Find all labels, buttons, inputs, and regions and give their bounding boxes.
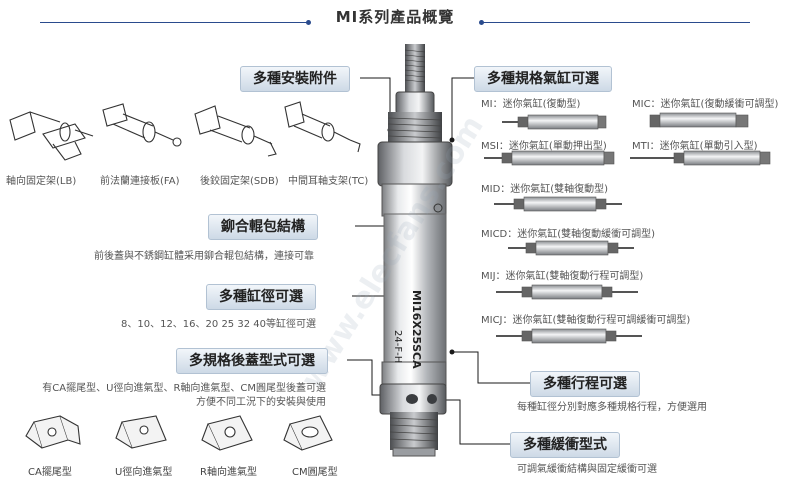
tag-cushion: 多種緩衝型式: [510, 432, 620, 458]
accessory-caption-sdb: 後鉸固定架(SDB): [200, 176, 279, 187]
stroke-desc: 每種缸徑分別對應多種規格行程，方便選用: [517, 402, 707, 413]
accessory-caption-tc: 中間耳軸支架(TC): [288, 176, 369, 187]
cover-illustrations: [25, 415, 333, 451]
ca-cover-icon: [25, 415, 81, 449]
micj-cylinder-icon: [496, 328, 642, 344]
title-dot-right: [479, 20, 484, 25]
tag-stroke: 多種行程可選: [530, 371, 640, 397]
mti-cylinder-icon: [630, 150, 771, 166]
cylinder-sub-label: 24-F-H: [392, 330, 403, 364]
title-dot-left: [306, 20, 311, 25]
tag-bore: 多種缸徑可選: [206, 284, 316, 310]
msi-cylinder-icon: [484, 150, 615, 166]
bore-desc: 8、10、12、16、20 25 32 40等缸徑可選: [121, 319, 316, 330]
tag-cover: 多規格後蓋型式可選: [176, 348, 328, 374]
micd-cylinder-icon: [508, 240, 634, 256]
cylinder-main: [377, 44, 453, 457]
cover-caption-u: U徑向進氣型: [115, 467, 173, 478]
lb-mount-icon: [9, 111, 94, 161]
mij-cylinder-icon: [496, 284, 638, 300]
model-mti-label: MTI：迷你氣缸(單動引入型): [632, 141, 758, 152]
mi-cylinder-icon: [502, 114, 607, 130]
r-cover-icon: [201, 415, 253, 451]
riveted-desc: 前後蓋與不銹鋼缸體采用鉚合輥包結構，連接可靠: [94, 251, 314, 262]
cover-desc-line2: 方便不同工況下的安裝與使用: [196, 397, 326, 408]
cover-caption-ca: CA擺尾型: [28, 467, 72, 478]
model-mic-label: MIC：迷你氣缸(復動緩衝可調型): [632, 99, 779, 110]
cushion-desc: 可調氣緩衝結構與固定緩衝可選: [517, 464, 657, 475]
model-mid-label: MID：迷你氣缸(雙軸復動型): [481, 184, 609, 195]
connector-lines: [347, 77, 530, 445]
cm-cover-icon: [283, 415, 333, 451]
cover-caption-cm: CM圓尾型: [292, 467, 338, 478]
page-title: MI系列產品概覽: [335, 8, 455, 26]
tag-specs: 多種規格氣缸可選: [474, 66, 612, 92]
fa-mount-icon: [102, 103, 182, 147]
cover-desc-line1: 有CA擺尾型、U徑向進氣型、R軸向進氣型、CM圓尾型後蓋可選: [42, 383, 326, 394]
sdb-mount-icon: [194, 105, 277, 157]
accessory-illustrations: [9, 101, 361, 161]
title-rule-right: [480, 22, 750, 23]
model-mi-label: MI：迷你氣缸(復動型): [481, 99, 581, 110]
mid-cylinder-icon: [494, 196, 622, 212]
cylinder-body-label: MI16X25SCA: [410, 290, 423, 369]
model-mij-label: MIJ：迷你氣缸(雙軸復動行程可調型): [481, 271, 644, 282]
cover-caption-r: R軸向進氣型: [200, 467, 257, 478]
u-cover-icon: [115, 415, 167, 449]
accessory-caption-lb: 軸向固定架(LB): [6, 176, 77, 187]
mic-cylinder-icon: [649, 112, 749, 128]
model-msi-label: MSI：迷你氣缸(單動押出型): [481, 141, 607, 152]
model-micd-label: MICD：迷你氣缸(雙軸復動緩衝可調型): [481, 229, 656, 240]
tag-accessories: 多種安裝附件: [240, 66, 350, 92]
model-illustrations: [484, 112, 771, 344]
title-rule-left: [40, 22, 310, 23]
model-micj-label: MICJ：迷你氣缸(雙軸復動行程可調緩衝可調型): [481, 315, 691, 326]
accessory-caption-fa: 前法蘭連接板(FA): [100, 176, 180, 187]
tag-riveted: 鉚合輥包結構: [208, 214, 318, 240]
tc-mount-icon: [284, 101, 361, 153]
